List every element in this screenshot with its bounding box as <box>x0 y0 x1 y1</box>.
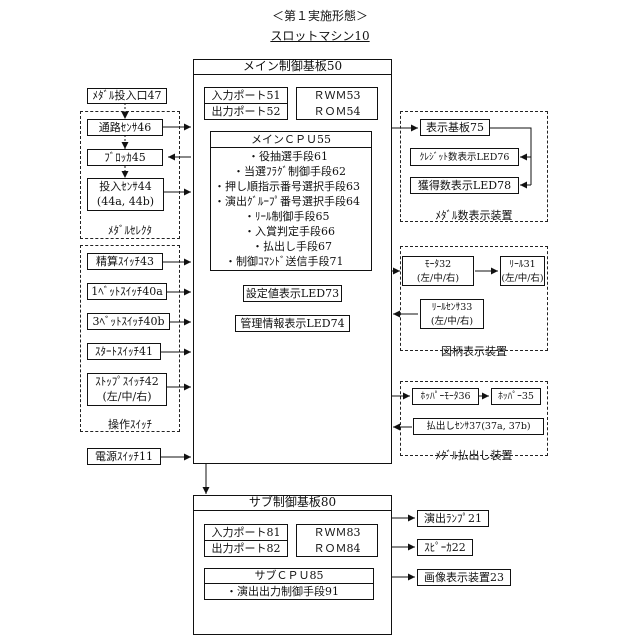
payout-sensor: 払出しｾﾝｻ37(37a, 37b) <box>413 420 544 433</box>
main-rom: ＲＯＭ54 <box>296 105 378 118</box>
reel-sensor-sub: (左/中/右) <box>420 315 484 328</box>
hopper: ﾎｯﾊﾟｰ35 <box>491 390 541 403</box>
hopper-motor: ﾎｯﾊﾟｰﾓｰﾀ36 <box>412 390 479 403</box>
cpu-item-role-lottery: ・役抽選手段61 <box>248 150 328 163</box>
won-led: 獲得数表示LED78 <box>410 179 519 192</box>
reel-sensor: ﾘｰﾙｾﾝｻ33 <box>420 301 484 314</box>
bet1-switch: 1ﾍﾞｯﾄｽｲｯﾁ40a <box>87 285 167 298</box>
start-switch: ｽﾀｰﾄｽｲｯﾁ41 <box>87 345 161 358</box>
medal-count-display-label: ﾒﾀﾞﾙ数表示装置 <box>400 209 548 222</box>
sub-cpu-title: サブＣＰＵ85 <box>204 569 374 582</box>
main-board-title: メイン制御基板50 <box>193 60 392 73</box>
cpu-item-reel-control: ・ﾘｰﾙ制御手段65 <box>244 210 330 223</box>
medal-selector-label: ﾒﾀﾞﾙｾﾚｸﾀ <box>80 224 180 237</box>
insert-sensor: 投入ｾﾝｻ44 <box>87 180 164 193</box>
main-input-port: 入力ポート51 <box>204 89 288 102</box>
sub-cpu-item-effect-output: ・演出出力制御手段91 <box>226 585 339 598</box>
sub-rwm: ＲＷＭ83 <box>296 526 378 539</box>
stop-switch-sub: (左/中/右) <box>87 390 167 403</box>
cpu-item-payout: ・払出し手段67 <box>252 240 332 253</box>
sub-rom: ＲＯＭ84 <box>296 542 378 555</box>
speaker: ｽﾋﾟｰｶ22 <box>417 541 473 554</box>
stop-switch: ｽﾄｯﾌﾟｽｲｯﾁ42 <box>87 375 167 388</box>
bet3-switch: 3ﾍﾞｯﾄｽｲｯﾁ40b <box>87 315 170 328</box>
insert-sensor-sub: (44a, 44b) <box>87 195 164 208</box>
cpu-item-effect-group: ・演出ｸﾞﾙｰﾌﾟ番号選択手段64 <box>214 195 360 208</box>
reel: ﾘｰﾙ31 <box>498 258 547 271</box>
power-switch: 電源ｽｲｯﾁ11 <box>87 450 161 463</box>
cpu-item-command-send: ・制御ｺﾏﾝﾄﾞ送信手段71 <box>225 255 344 268</box>
reel-sub: (左/中/右) <box>496 272 549 285</box>
motor-sub: (左/中/右) <box>402 272 474 285</box>
diagram-title: スロットマシン10 <box>230 30 410 43</box>
effect-lamp: 演出ﾗﾝﾌﾟ21 <box>417 512 489 525</box>
sub-control-board <box>193 495 392 635</box>
settle-switch: 精算ｽｲｯﾁ43 <box>87 255 163 268</box>
sub-input-port: 入力ポート81 <box>204 526 288 539</box>
section-heading: ＜第１実施形態＞ <box>220 10 420 23</box>
management-info-led-label: 管理情報表示LED74 <box>235 317 350 330</box>
cpu-item-prize-judge: ・入賞判定手段66 <box>244 225 335 238</box>
credit-led: ｸﾚｼﾞｯﾄ数表示LED76 <box>410 151 519 164</box>
passage-sensor: 通路ｾﾝｻ46 <box>87 121 163 134</box>
main-output-port: 出力ポート52 <box>204 105 288 118</box>
sub-board-title: サブ制御基板80 <box>193 496 392 509</box>
main-cpu-title: メインＣＰＵ55 <box>210 133 372 146</box>
setting-value-led-label: 設定値表示LED73 <box>243 287 342 300</box>
sub-output-port: 出力ポート82 <box>204 542 288 555</box>
cpu-item-order-select: ・押し順指示番号選択手段63 <box>214 180 360 193</box>
image-display: 画像表示装置23 <box>417 571 511 584</box>
operation-switch-label: 操作ｽｲｯﾁ <box>80 418 180 431</box>
display-board: 表示基板75 <box>420 121 490 134</box>
symbol-display-label: 図柄表示装置 <box>400 345 548 358</box>
cpu-item-flag-control: ・当選ﾌﾗｸﾞ制御手段62 <box>233 165 346 178</box>
medal-payout-label: ﾒﾀﾞﾙ払出し装置 <box>400 449 548 462</box>
motor: ﾓｰﾀ32 <box>402 258 474 271</box>
medal-slot: ﾒﾀﾞﾙ投入口47 <box>87 89 167 102</box>
blocker: ﾌﾞﾛｯｶ45 <box>87 151 163 164</box>
main-rwm: ＲＷＭ53 <box>296 89 378 102</box>
